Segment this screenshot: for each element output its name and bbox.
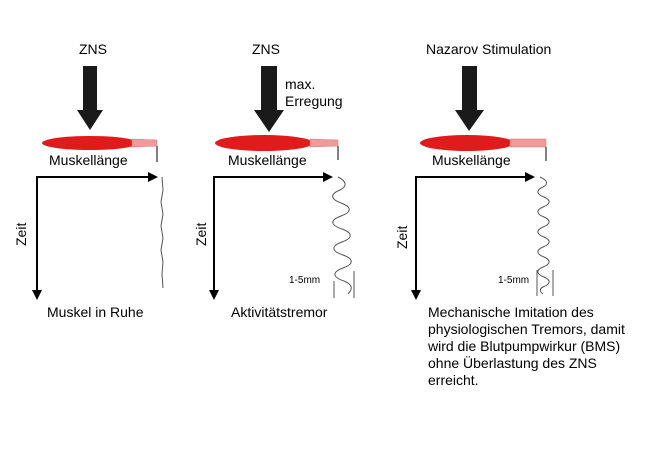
panel-activity-tremor bbox=[209, 66, 355, 300]
zns-arrow bbox=[254, 66, 284, 132]
time-axis-arrowhead bbox=[209, 290, 219, 300]
muscle-shape bbox=[215, 135, 313, 151]
zns-label: ZNS bbox=[79, 41, 107, 57]
tremor-trace bbox=[537, 176, 550, 295]
zns-label: ZNS bbox=[252, 41, 280, 57]
rest-trace bbox=[160, 176, 164, 289]
muscle-shape bbox=[42, 136, 138, 150]
zns-arrow bbox=[77, 66, 103, 130]
time-axis-label: Zeit bbox=[13, 222, 29, 246]
amplitude-label: 1-5mm bbox=[289, 275, 321, 286]
time-axis-label: Zeit bbox=[193, 222, 209, 246]
caption-nazarov: Mechanische Imitation des physiologische… bbox=[428, 304, 625, 388]
caption-rest: Muskel in Ruhe bbox=[47, 304, 144, 320]
muscle-length-label: Muskellänge bbox=[432, 152, 511, 168]
panel-rest bbox=[32, 66, 164, 300]
time-axis-label: Zeit bbox=[394, 225, 410, 249]
panel-nazarov bbox=[411, 66, 554, 300]
tendon-shape bbox=[131, 138, 158, 148]
nazarov-stimulation-label: Nazarov Stimulation bbox=[426, 41, 552, 57]
tendon-shape bbox=[309, 138, 339, 148]
stimulation-arrow bbox=[455, 66, 484, 131]
time-axis-arrowhead bbox=[411, 290, 421, 300]
muscle-length-label: Muskellänge bbox=[49, 152, 128, 168]
caption-activity-tremor: Aktivitätstremor bbox=[231, 304, 328, 320]
muscle-shape bbox=[420, 135, 514, 151]
length-axis-arrowhead bbox=[525, 172, 535, 182]
length-axis-arrowhead bbox=[323, 172, 333, 182]
max-excitation-label: max. Erregung bbox=[285, 76, 343, 109]
time-axis-arrowhead bbox=[32, 290, 42, 300]
tendon-shape bbox=[509, 138, 547, 148]
length-axis-arrowhead bbox=[148, 172, 158, 182]
muscle-length-label: Muskellänge bbox=[228, 152, 307, 168]
tremor-trace bbox=[332, 176, 352, 295]
amplitude-label: 1-5mm bbox=[498, 275, 530, 286]
